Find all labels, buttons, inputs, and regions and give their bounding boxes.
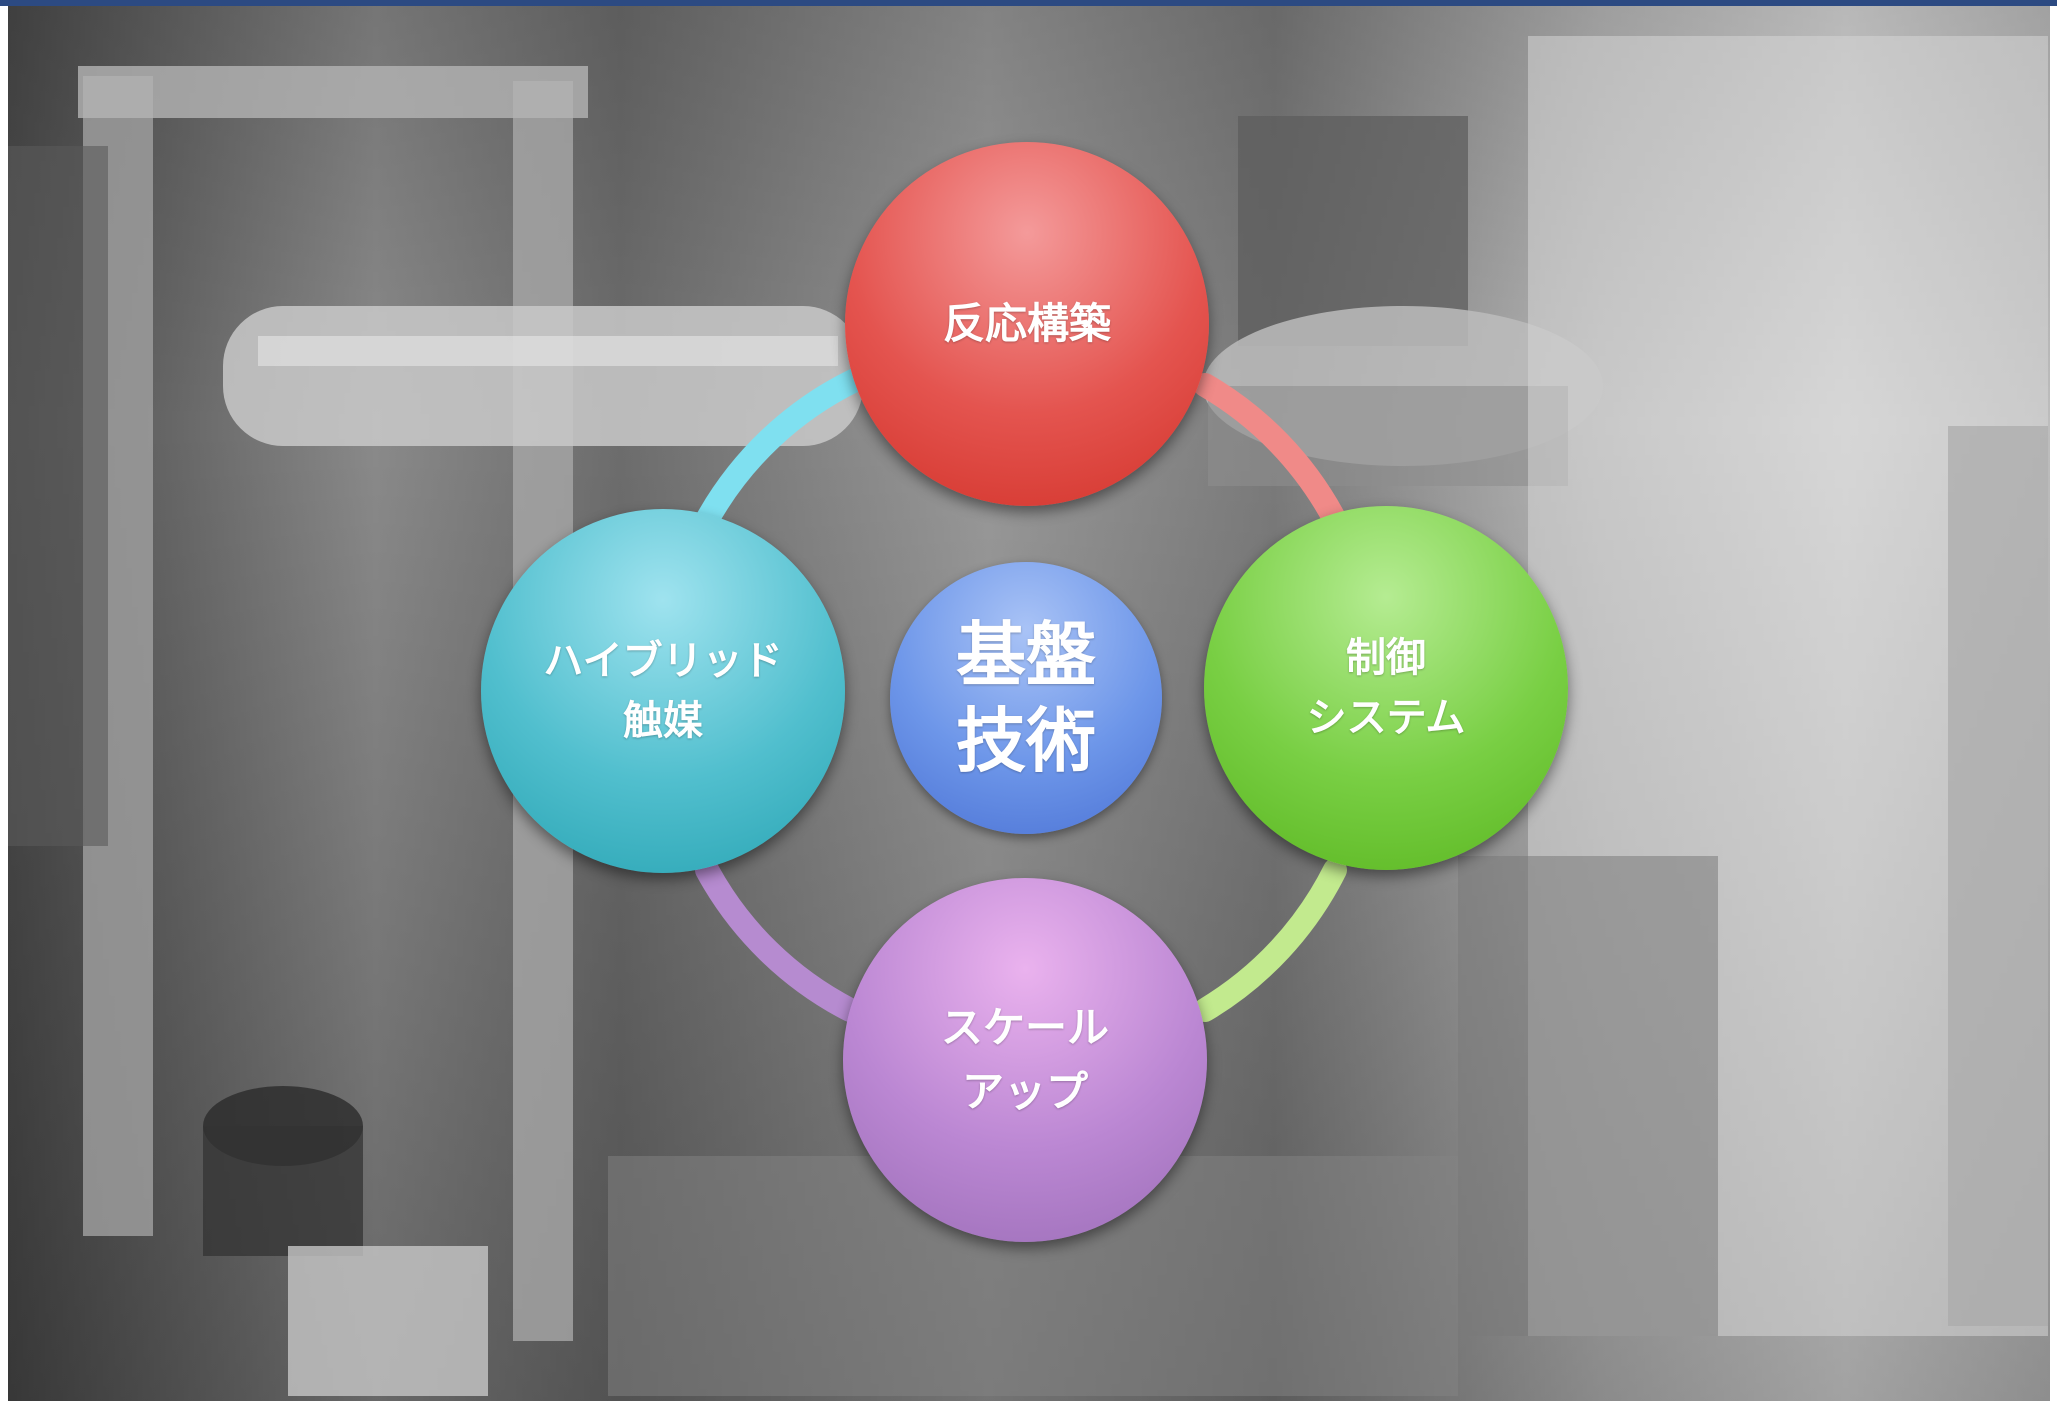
node-core-technology-label-line1: 基盤 xyxy=(956,614,1096,696)
ring-arc-bottom-left xyxy=(695,858,862,1022)
equipment-photo-illustration xyxy=(8,36,2048,1396)
node-reaction-construction: 反応構築 xyxy=(845,142,1209,506)
ring-arc-top-left xyxy=(695,368,867,532)
ring-arc-top-right xyxy=(1193,373,1347,532)
node-hybrid-catalyst-label-line2: 触媒 xyxy=(623,698,703,744)
node-scale-up-label-line2: アップ xyxy=(961,1067,1088,1116)
node-hybrid-catalyst-label-line1: ハイブリッド xyxy=(543,638,783,684)
node-scale-up: スケール アップ xyxy=(843,878,1207,1242)
node-core-technology: 基盤 技術 xyxy=(890,562,1162,834)
node-control-system: 制御 システム xyxy=(1204,506,1568,870)
node-control-system-label-line1: 制御 xyxy=(1346,635,1426,681)
node-reaction-construction-label: 反応構築 xyxy=(942,299,1111,348)
ring-arc-bottom-right xyxy=(1193,858,1347,1022)
node-scale-up-label-line1: スケール xyxy=(940,1003,1109,1052)
top-accent-bar xyxy=(0,0,2057,6)
node-control-system-label-line2: システム xyxy=(1306,695,1466,741)
node-hybrid-catalyst: ハイブリッド 触媒 xyxy=(481,509,845,873)
node-core-technology-label-line2: 技術 xyxy=(956,700,1096,782)
